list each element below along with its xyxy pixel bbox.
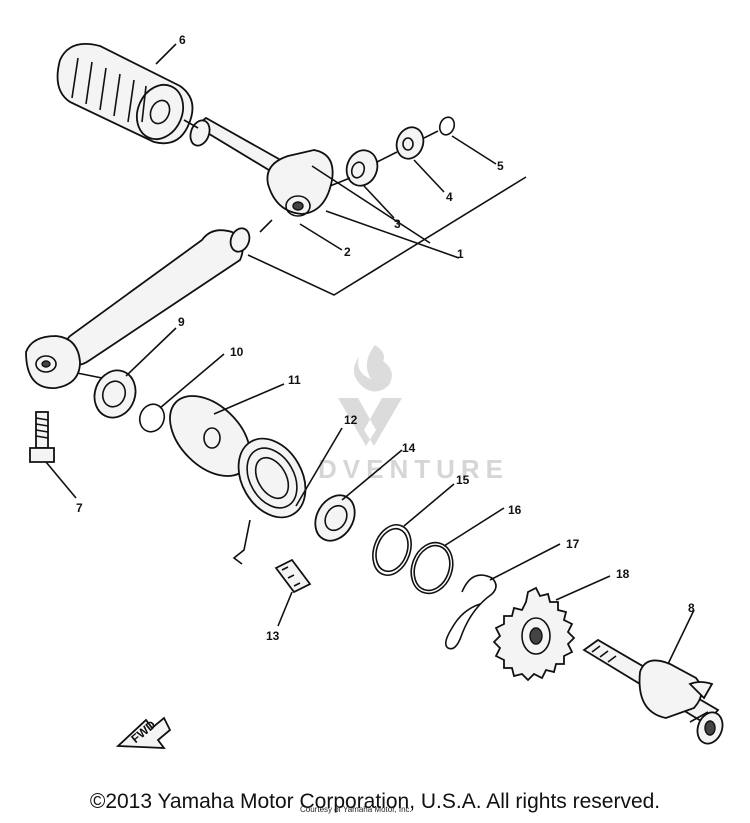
callout-1: 1 (457, 247, 464, 261)
part-10-clip (138, 403, 166, 433)
part-13-spring-hook (274, 558, 312, 594)
part-17-clip-spring (444, 574, 497, 650)
callout-17: 17 (566, 537, 580, 551)
callout-16: 16 (508, 503, 522, 517)
watermark-logo (338, 345, 402, 446)
callout-11: 11 (288, 373, 301, 387)
callout-13: 13 (266, 629, 280, 643)
part-12-return-spring (232, 437, 307, 565)
callout-4: 4 (446, 190, 453, 204)
callout-9: 9 (178, 315, 185, 329)
part-14-collar (314, 494, 356, 542)
callout-3: 3 (394, 217, 401, 231)
part-18-kick-gear (492, 586, 576, 682)
part-16-shim (410, 541, 454, 595)
callout-18: 18 (616, 567, 630, 581)
part-4-washer (395, 126, 425, 160)
callout-5: 5 (497, 159, 504, 173)
part-2-kick-shaft-boss (189, 116, 334, 217)
callout-12: 12 (344, 413, 358, 427)
kick-lever-arm (25, 227, 251, 389)
courtesy-note: Courtesy of Yamaha Motor, Inc. (300, 805, 412, 814)
part-7-bolt (29, 411, 55, 463)
callout-6: 6 (179, 33, 186, 47)
callout-leader-lines (45, 43, 695, 665)
part-15-circlip (372, 524, 412, 576)
copyright-notice: ©2013 Yamaha Motor Corporation, U.S.A. A… (89, 790, 661, 813)
callout-15: 15 (456, 473, 470, 487)
callout-7: 7 (76, 501, 83, 515)
callout-2: 2 (344, 245, 351, 259)
callout-8: 8 (688, 601, 695, 615)
part-5-circlip (438, 116, 456, 136)
callout-14: 14 (402, 441, 416, 455)
part-8-kick-axle (582, 638, 724, 745)
part-3-seal (345, 149, 379, 187)
watermark-text: DVENTURE (318, 454, 509, 484)
part-6-kick-grip (56, 42, 194, 145)
assembly-bracket-1 (247, 165, 527, 296)
fwd-arrow-badge: FWD (115, 716, 172, 749)
part-9-bearing (93, 369, 137, 419)
callout-10: 10 (230, 345, 244, 359)
